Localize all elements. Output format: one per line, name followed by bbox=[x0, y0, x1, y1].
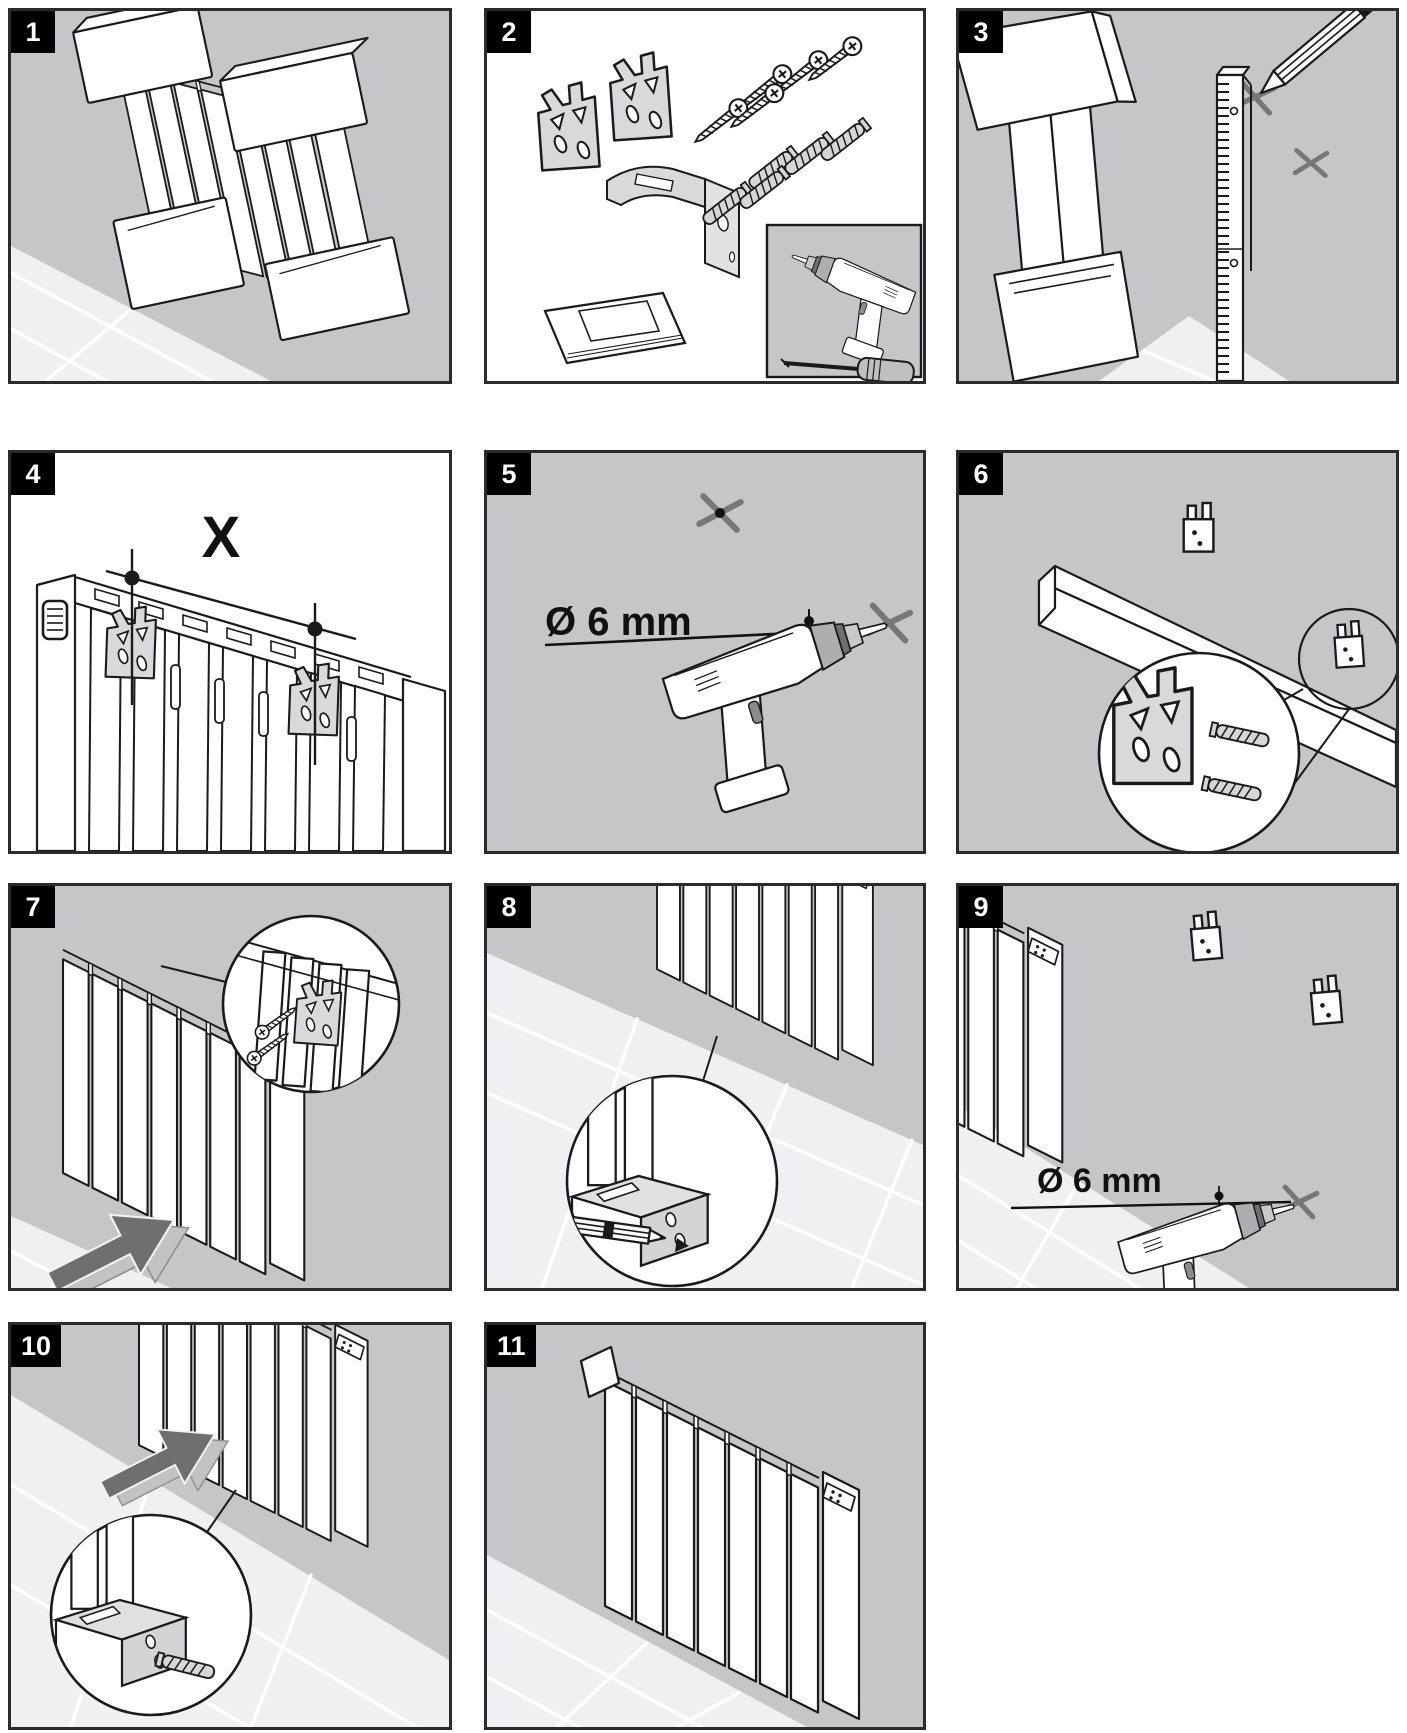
step-number: 2 bbox=[501, 16, 517, 47]
panel-step-6: 6 bbox=[956, 450, 1399, 854]
pencil-icon bbox=[1259, 11, 1373, 95]
x-mark-icon bbox=[697, 494, 742, 532]
panel-step-7: 7 bbox=[8, 883, 452, 1291]
step-number-badge: 9 bbox=[959, 886, 1003, 928]
step-number: 3 bbox=[973, 16, 989, 47]
wall-bracket-icon bbox=[607, 50, 673, 142]
x-mark-icon bbox=[1293, 149, 1328, 177]
panel-step-8: 8 bbox=[484, 883, 926, 1291]
step-number-badge: 7 bbox=[11, 886, 55, 928]
mounting-kit-parts-and-tools-icon bbox=[535, 32, 923, 381]
pencil-icon bbox=[567, 1215, 667, 1245]
drill-bottom-hole-icon: Ø 6 mm bbox=[959, 886, 1344, 1288]
radiator-mounted-complete-icon bbox=[487, 1345, 861, 1727]
push-direction-arrow bbox=[35, 1184, 205, 1288]
step-number-badge: 8 bbox=[487, 886, 531, 928]
zoom-circle-bracket-plugs bbox=[1097, 651, 1301, 851]
zoom-circle-bottom-bracket bbox=[565, 1074, 779, 1288]
zoom-circle-top-bracket bbox=[221, 914, 401, 1094]
step-number: 8 bbox=[501, 891, 517, 922]
insert-wall-plugs-into-brackets-icon bbox=[1037, 501, 1396, 851]
step-number-badge: 2 bbox=[487, 11, 531, 53]
mark-bottom-bracket-hole-icon bbox=[487, 886, 923, 1288]
step-number-badge: 6 bbox=[959, 453, 1003, 495]
step-number-badge: 3 bbox=[959, 11, 1003, 53]
step-number: 1 bbox=[25, 16, 41, 47]
wall-bracket-icon bbox=[535, 80, 601, 172]
bracket-spacing-measurement-icon: X bbox=[35, 505, 447, 851]
drill-diameter-label: Ø 6 mm bbox=[545, 600, 692, 644]
packaged-radiator bbox=[72, 11, 410, 342]
drill-diameter-annotation: Ø 6 mm bbox=[544, 600, 880, 649]
manual-booklet-icon bbox=[543, 291, 687, 365]
step-number: 10 bbox=[21, 1330, 52, 1361]
step-number-badge: 4 bbox=[11, 453, 55, 495]
step-number: 5 bbox=[501, 458, 517, 489]
panel-step-5: 5 Ø 6 mm bbox=[484, 450, 926, 854]
hang-radiator-on-brackets-icon bbox=[11, 914, 401, 1288]
radiator-icon bbox=[656, 886, 874, 1067]
step-number: 4 bbox=[25, 458, 41, 489]
radiator-end-cap bbox=[579, 1345, 621, 1399]
packaged-radiator-edge bbox=[959, 11, 1140, 381]
screws-icon bbox=[688, 32, 866, 150]
radiator-icon bbox=[579, 1345, 861, 1721]
panel-step-2: 2 bbox=[484, 8, 926, 384]
panel-step-9: 9 Ø 6 mm bbox=[956, 883, 1399, 1291]
wall-plugs-icon bbox=[699, 116, 872, 228]
wall-bracket-mounted-icon bbox=[1188, 910, 1224, 962]
ruler-icon bbox=[1215, 65, 1252, 381]
step-number-badge: 10 bbox=[11, 1325, 62, 1367]
step-number: 6 bbox=[973, 458, 989, 489]
floor-bracket-icon bbox=[606, 165, 740, 279]
drill-icon bbox=[658, 599, 923, 820]
drill-wall-holes-icon: Ø 6 mm bbox=[544, 453, 923, 820]
radiator-top-view bbox=[35, 573, 447, 851]
step-number-badge: 5 bbox=[487, 453, 531, 495]
drill-diameter-label: Ø 6 mm bbox=[1037, 1162, 1162, 1200]
step-number: 11 bbox=[497, 1330, 526, 1361]
wall-bracket-mounted-icon bbox=[1182, 501, 1215, 553]
radiator-packaged-leaning-icon bbox=[11, 11, 410, 381]
panel-step-4: 4 bbox=[8, 450, 452, 854]
panel-step-11: 11 bbox=[484, 1322, 926, 1730]
x-mark-icon bbox=[866, 604, 912, 643]
screwdriver-icon bbox=[780, 356, 915, 381]
dimension-annotation: X bbox=[105, 505, 357, 765]
panel-step-3: 3 bbox=[956, 8, 1399, 384]
zoom-circle-bottom-bracket bbox=[49, 1513, 253, 1717]
panel-step-1: 1 bbox=[8, 8, 452, 384]
push-radiator-to-wall-icon bbox=[11, 1325, 449, 1727]
pencil-mark bbox=[675, 1238, 689, 1252]
step-number-badge: 11 bbox=[487, 1325, 536, 1367]
step-number-badge: 1 bbox=[11, 11, 55, 53]
dimension-x-label: X bbox=[202, 505, 241, 570]
wall-bracket-mounted-icon bbox=[1332, 619, 1366, 669]
step-number: 9 bbox=[973, 891, 989, 922]
step-number: 7 bbox=[25, 891, 41, 922]
mark-wall-with-ruler-and-pencil-icon bbox=[959, 11, 1373, 381]
tools-inset bbox=[765, 223, 923, 381]
wall-bracket-mounted-icon bbox=[1308, 974, 1344, 1026]
panel-step-10: 10 bbox=[8, 1322, 452, 1730]
